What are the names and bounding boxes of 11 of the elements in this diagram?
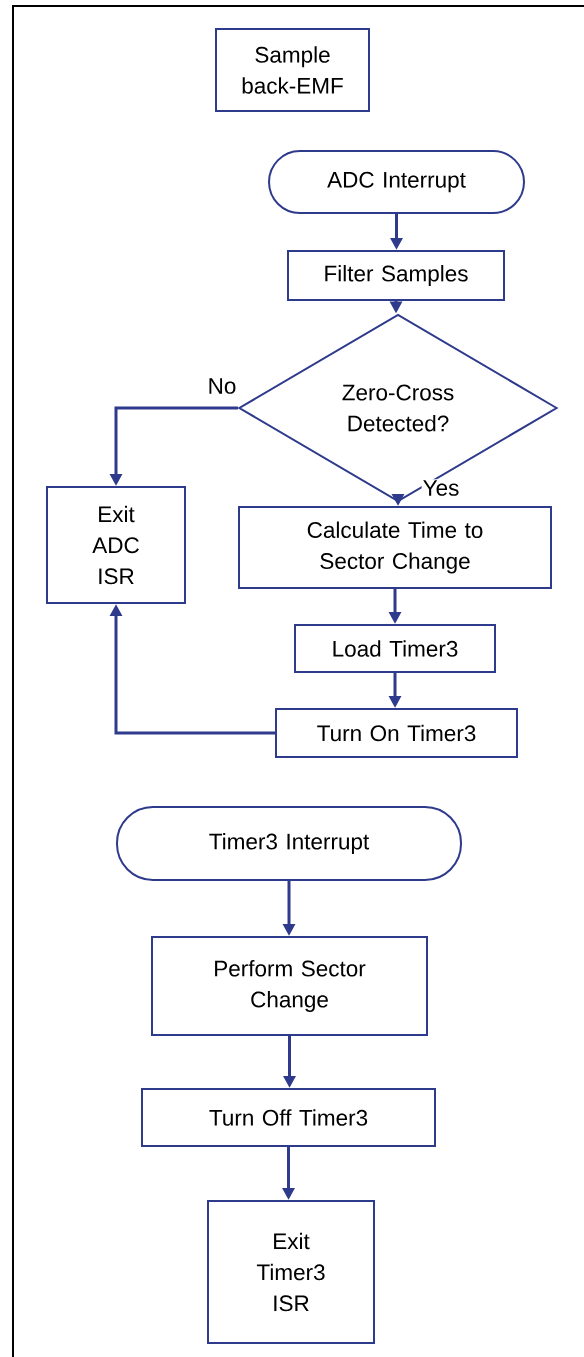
process-box: Calculate Time to Sector Change (238, 506, 552, 589)
process-box: Exit Timer3 ISR (207, 1200, 375, 1344)
process-box: Turn On Timer3 (275, 708, 518, 758)
process-box: Filter Samples (287, 250, 505, 301)
process-box: Turn Off Timer3 (141, 1088, 436, 1147)
process-box: Load Timer3 (294, 624, 496, 673)
process-box: Perform Sector Change (151, 936, 428, 1036)
process-box: Sample back-EMF (215, 28, 370, 112)
edge-label: No (206, 377, 238, 395)
edge-label: Yes (421, 479, 461, 497)
process-box: Exit ADC ISR (46, 486, 186, 604)
